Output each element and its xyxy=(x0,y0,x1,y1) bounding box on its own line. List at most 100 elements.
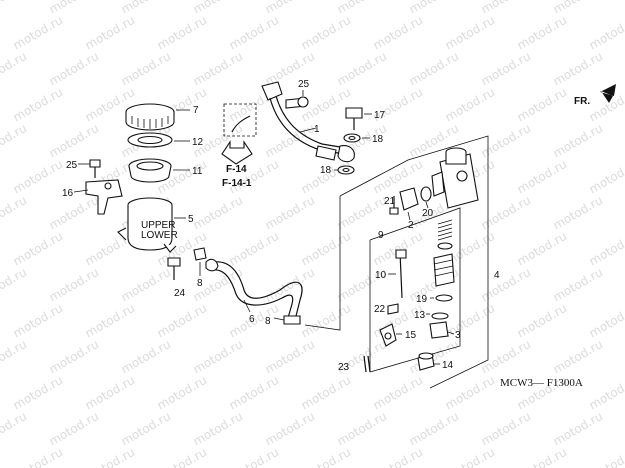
oil-bolt-icon xyxy=(345,107,363,130)
watermark-text: motod.ru xyxy=(371,13,426,53)
watermark-text: motod.ru xyxy=(191,337,246,377)
bolt-25-icon xyxy=(285,96,309,109)
watermark-text: motod.ru xyxy=(155,301,210,341)
watermark-text: motod.ru xyxy=(551,265,606,305)
watermark-text: motod.ru xyxy=(587,373,625,413)
watermark-text: motod.ru xyxy=(0,193,29,233)
watermark-text: motod.ru xyxy=(371,445,426,468)
callout-8-hose: 8 xyxy=(265,316,271,327)
sealing-washer-lower-icon xyxy=(337,165,355,175)
watermark-text: motod.ru xyxy=(335,409,390,449)
assembly-frame-4-left xyxy=(304,196,341,331)
sealing-washer-icon xyxy=(343,133,361,143)
watermark-text: motod.ru xyxy=(299,301,354,341)
watermark-text: motod.ru xyxy=(119,49,174,89)
watermark-text: motod.ru xyxy=(47,193,102,233)
watermark-text: motod.ru xyxy=(0,337,29,377)
joint-icon xyxy=(399,187,419,211)
callout-14: 14 xyxy=(442,360,454,371)
reservoir-marking-upper: UPPER xyxy=(141,220,175,231)
callout-9: 9 xyxy=(378,230,384,241)
watermark-text: motod.ru xyxy=(11,445,66,468)
watermark-text: motod.ru xyxy=(443,373,498,413)
watermark-text: motod.ru xyxy=(47,409,102,449)
watermark-text: motod.ru xyxy=(0,121,29,161)
nut-22-icon xyxy=(387,303,399,315)
watermark-text: motod.ru xyxy=(335,193,390,233)
callout-13: 13 xyxy=(414,310,426,321)
master-cylinder-icon xyxy=(431,147,479,209)
piston-set-icon xyxy=(433,253,455,287)
watermark-text: motod.ru xyxy=(155,373,210,413)
watermark-text: motod.ru xyxy=(227,445,282,468)
watermark-text: motod.ru xyxy=(119,265,174,305)
watermark-text: motod.ru xyxy=(227,373,282,413)
watermark-text: motod.ru xyxy=(191,193,246,233)
watermark-text: motod.ru xyxy=(551,193,606,233)
callout-26: 25 xyxy=(66,160,78,171)
reservoir-stay-icon xyxy=(85,179,123,215)
callout-22: 22 xyxy=(374,304,386,315)
hose-clip-icon xyxy=(193,247,207,261)
watermark-text: motod.ru xyxy=(47,49,102,89)
watermark-text: motod.ru xyxy=(155,445,210,468)
callout-24: 24 xyxy=(174,288,186,299)
watermark-text: motod.ru xyxy=(443,445,498,468)
watermark-text: motod.ru xyxy=(227,13,282,53)
reservoir-marking-lower: LOWER xyxy=(141,230,178,241)
callout-20: 20 xyxy=(422,208,434,219)
watermark-text: motod.ru xyxy=(0,265,29,305)
watermark-text: motod.ru xyxy=(11,301,66,341)
watermark-text: motod.ru xyxy=(0,409,29,449)
watermark-text: motod.ru xyxy=(587,301,625,341)
piston-spring-icon xyxy=(437,219,453,250)
watermark-text: motod.ru xyxy=(0,49,29,89)
watermark-text: motod.ru xyxy=(479,409,534,449)
watermark-text: motod.ru xyxy=(443,301,498,341)
cotter-pin-icon xyxy=(363,355,371,373)
watermark-text: motod.ru xyxy=(227,229,282,269)
watermark-text: motod.ru xyxy=(551,121,606,161)
watermark-text: motod.ru xyxy=(479,49,534,89)
watermark-text: motod.ru xyxy=(191,409,246,449)
watermark-text: motod.ru xyxy=(587,157,625,197)
watermark-text: motod.ru xyxy=(479,265,534,305)
callout-23: 23 xyxy=(338,362,350,373)
watermark-text: motod.ru xyxy=(83,301,138,341)
assembly-frame-4 xyxy=(339,135,489,389)
bolt-24-icon xyxy=(167,257,181,280)
watermark-text: motod.ru xyxy=(263,409,318,449)
callout-17: 17 xyxy=(374,110,386,121)
callout-16: 16 xyxy=(62,188,74,199)
callout-25: 25 xyxy=(298,79,310,90)
watermark-text: motod.ru xyxy=(11,85,66,125)
diagram-code: MCW3— F1300A xyxy=(500,377,583,389)
front-direction-label: FR. xyxy=(574,96,590,107)
watermark-text: motod.ru xyxy=(299,157,354,197)
screw-21-icon xyxy=(389,196,399,215)
callout-6: 6 xyxy=(249,314,255,325)
watermark-text: motod.ru xyxy=(83,13,138,53)
callout-4: 4 xyxy=(494,270,500,281)
watermark-text: motod.ru xyxy=(47,265,102,305)
watermark-text: motod.ru xyxy=(119,337,174,377)
callout-7: 7 xyxy=(193,105,199,116)
watermark-text: motod.ru xyxy=(587,229,625,269)
watermark-text: motod.ru xyxy=(335,49,390,89)
callout-2: 2 xyxy=(408,220,414,231)
watermark-text: motod.ru xyxy=(515,85,570,125)
callout-18-lower: 18 xyxy=(320,165,332,176)
watermark-text: motod.ru xyxy=(83,373,138,413)
callout-12: 12 xyxy=(192,137,204,148)
callout-5: 5 xyxy=(188,214,194,225)
reservoir-hose-icon xyxy=(213,261,303,317)
watermark-text: motod.ru xyxy=(551,409,606,449)
watermark-text: motod.ru xyxy=(479,337,534,377)
watermark-text: motod.ru xyxy=(551,337,606,377)
watermark-text: motod.ru xyxy=(119,409,174,449)
callout-1: 1 xyxy=(314,124,320,135)
callout-18-upper: 18 xyxy=(372,134,384,145)
